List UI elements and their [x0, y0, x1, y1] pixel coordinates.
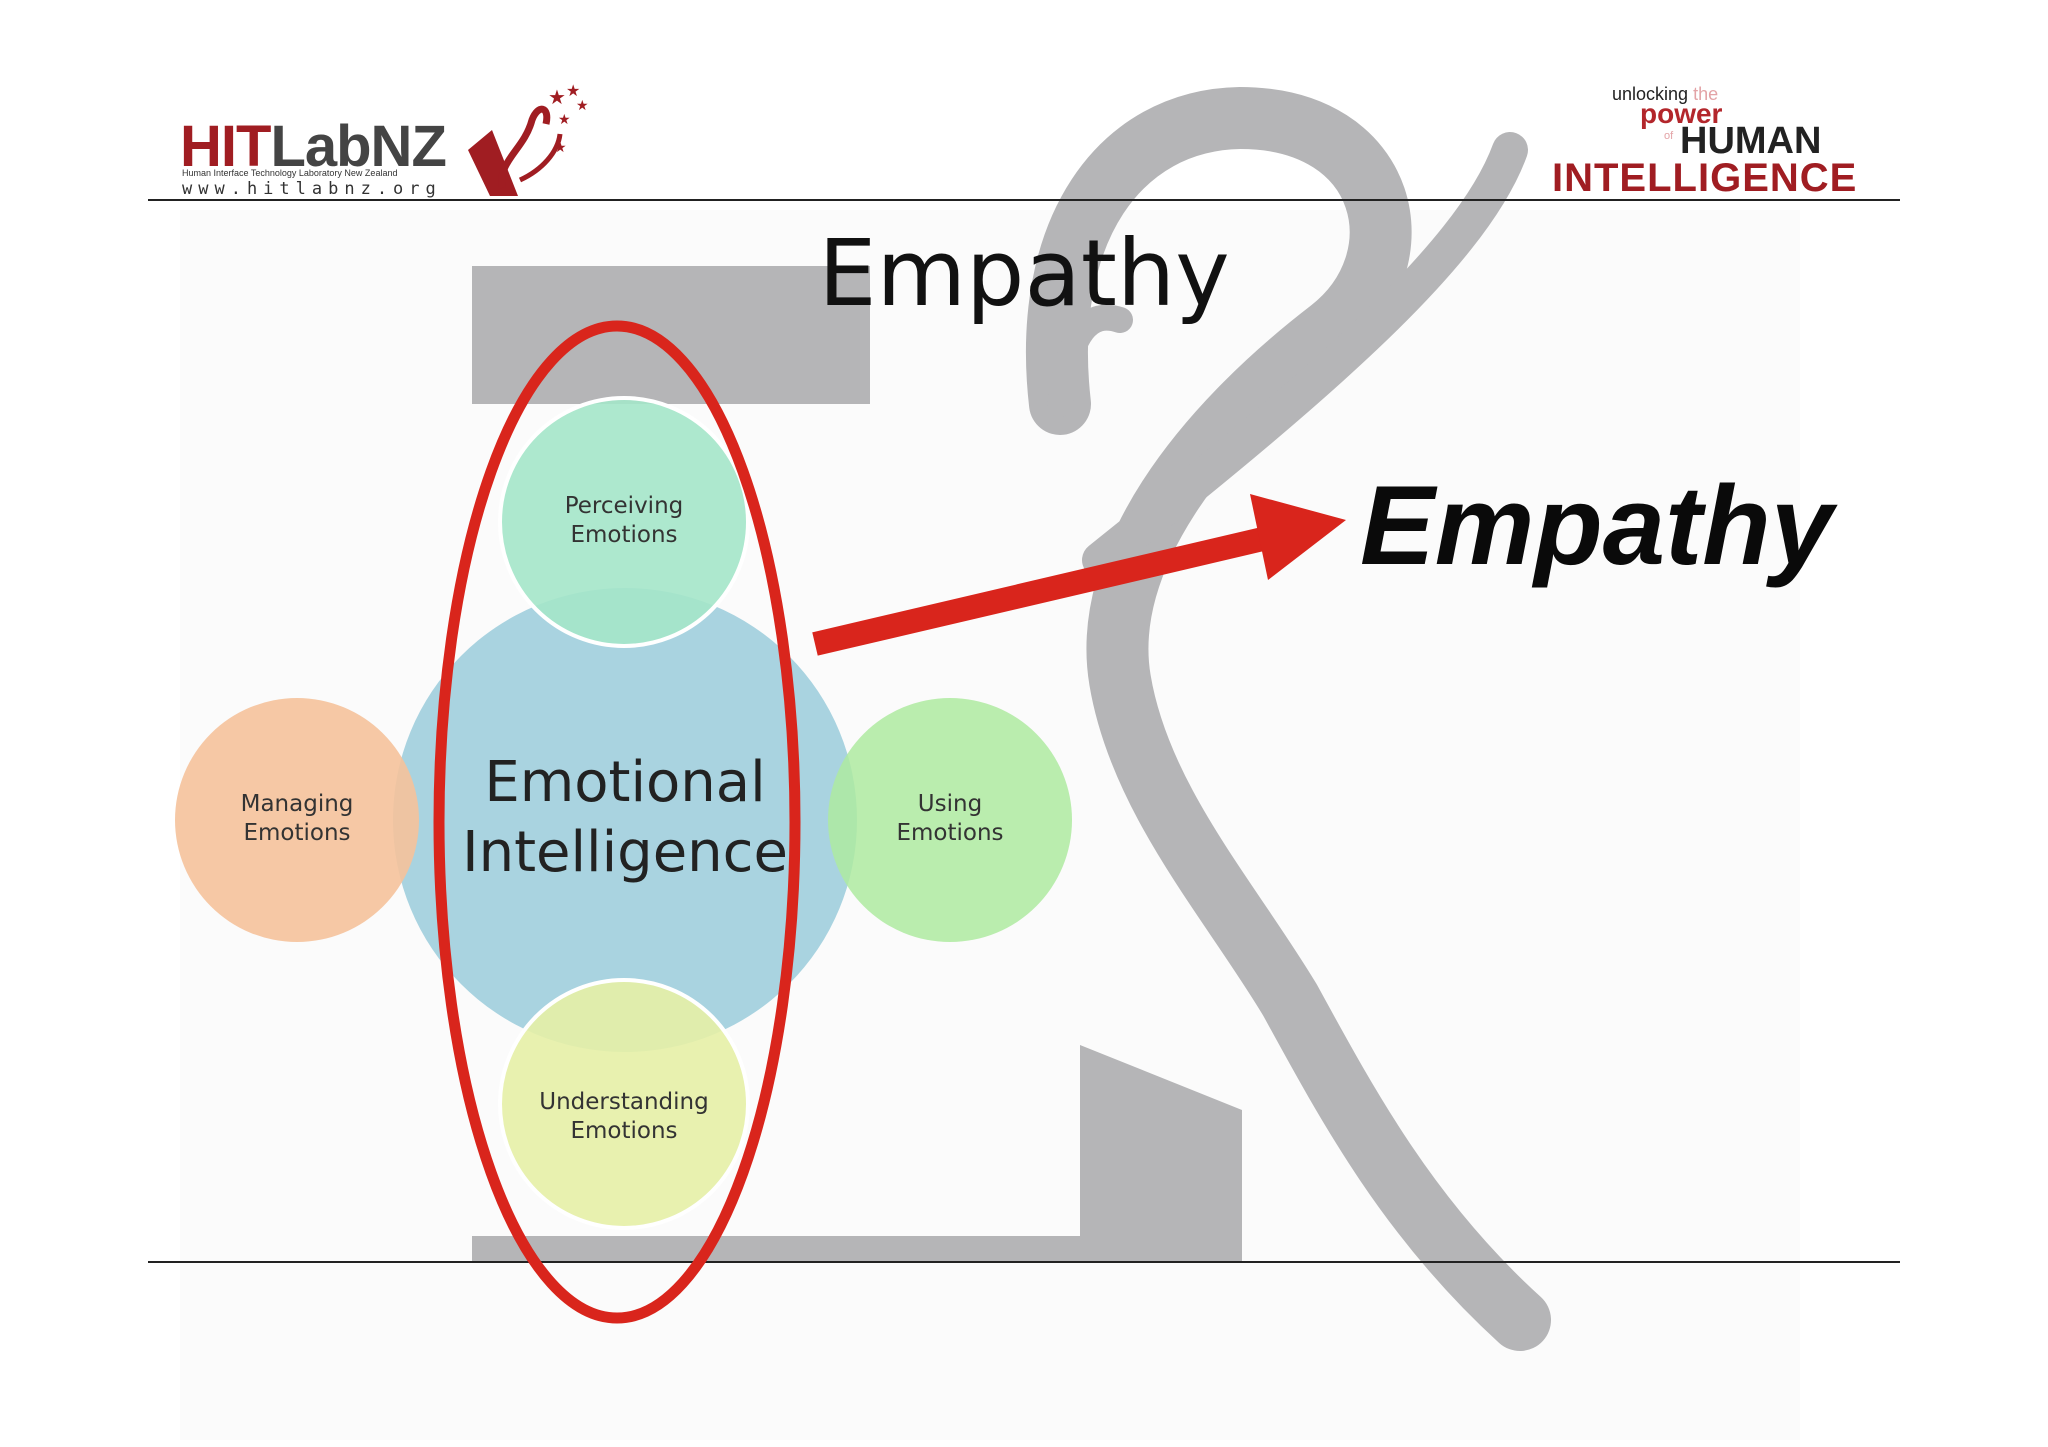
left-label-line2: Emotions [243, 820, 351, 846]
left-label-line1: Managing [240, 791, 354, 817]
bottom-label-line1: Understanding [539, 1089, 709, 1115]
hitlabnz-logo-emblem-icon: ★ ★ ★ ★ ★ [468, 81, 589, 196]
top-label-line2: Emotions [570, 522, 678, 548]
tagline-unlocking: unlocking the [1612, 84, 1719, 104]
tagline-intelligence: INTELLIGENCE [1552, 156, 1858, 200]
center-label: Emotional Intelligence [420, 748, 830, 888]
center-label-line2: Intelligence [462, 820, 788, 885]
highlight-arrow-head [1250, 494, 1346, 580]
top-label: Perceiving Emotions [504, 492, 744, 550]
svg-text:★: ★ [576, 98, 589, 114]
watermark-bottom-slab [472, 1045, 1242, 1262]
bottom-label: Understanding Emotions [494, 1088, 754, 1146]
footer-rule [148, 1261, 1900, 1263]
tagline-human: HUMAN [1680, 120, 1822, 162]
tagline-power: power [1640, 98, 1723, 129]
left-label: Managing Emotions [177, 790, 417, 848]
top-label-line1: Perceiving [564, 493, 684, 519]
right-label-line1: Using [917, 791, 983, 817]
slide-title: Empathy [818, 220, 1230, 327]
watermark-swirl-tail [1047, 304, 1133, 417]
hitlabnz-logo-url: www.hitlabnz.org [182, 179, 442, 199]
svg-text:★: ★ [566, 81, 580, 100]
hitlabnz-logo-wordmark: HITLabNZ [180, 114, 447, 179]
center-circle [393, 588, 857, 1052]
highlight-ellipse [433, 320, 801, 1324]
highlight-arrow-shaft [812, 523, 1283, 656]
right-label-line2: Emotions [896, 820, 1004, 846]
bottom-label-line2: Emotions [570, 1118, 678, 1144]
left-circle [175, 698, 419, 942]
svg-text:★: ★ [558, 112, 571, 128]
hitlabnz-logo-subtitle: Human Interface Technology Laboratory Ne… [182, 168, 398, 178]
empathy-highlight-text: Empathy [1360, 463, 1833, 588]
bottom-circle [498, 978, 750, 1230]
header-rule [148, 199, 1900, 201]
right-circle [828, 698, 1072, 942]
tagline-of: of [1664, 130, 1674, 142]
svg-text:★: ★ [548, 85, 566, 109]
watermark-swirl-inner [1082, 132, 1528, 578]
top-circle [498, 396, 750, 648]
right-label: Using Emotions [830, 790, 1070, 848]
center-label-line1: Emotional [484, 750, 766, 815]
svg-text:★: ★ [554, 140, 567, 156]
